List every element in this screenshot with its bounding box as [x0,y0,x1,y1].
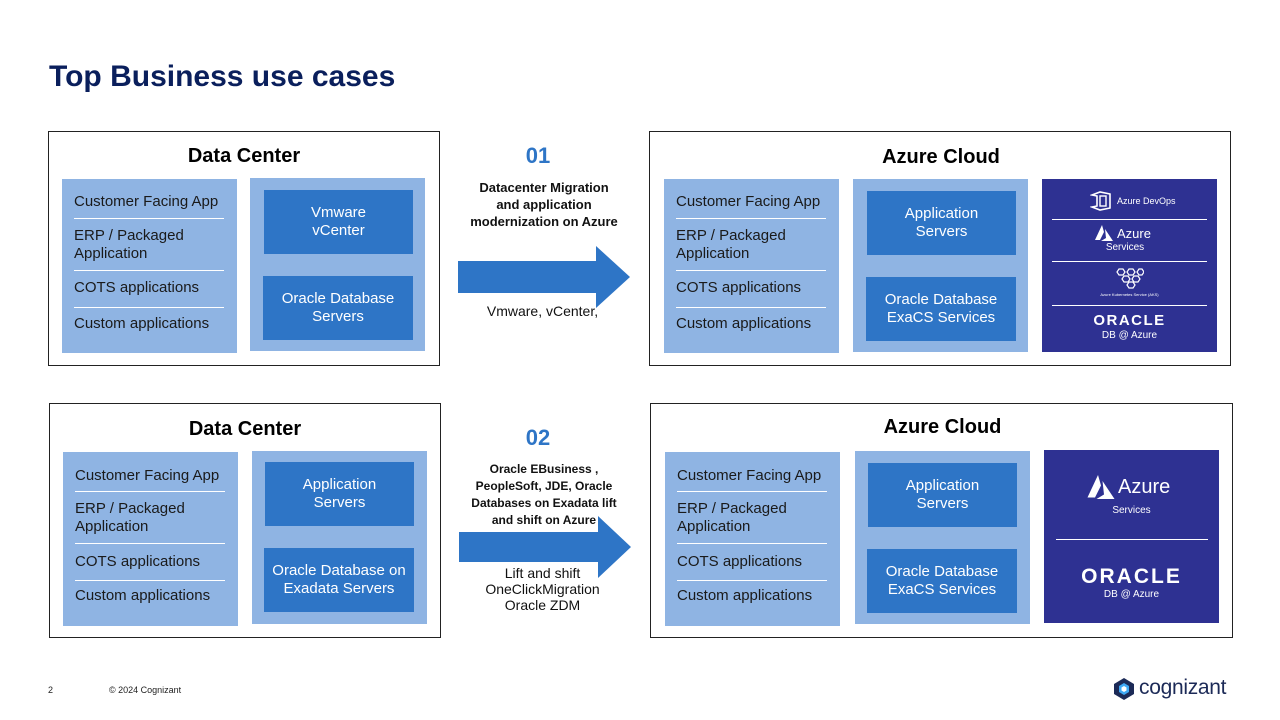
brand-name: cognizant [1139,676,1227,699]
vmware-vcenter-box: Vmware vCenter [264,190,413,254]
app-item: ERP / Packaged Application [74,219,224,271]
azure-cloud-frame-1: Azure Cloud Customer Facing App ERP / Pa… [649,131,1231,366]
app-item: COTS applications [74,271,224,308]
oracle-exacs-box: Oracle Database ExaCS Services [867,549,1017,613]
application-servers-box: Application Servers [868,463,1017,527]
oracle-logo: ORACLE [1081,565,1182,588]
azure-logo: Azure [1094,224,1151,242]
page-number: 2 [48,685,54,695]
migration-tools: Vmware, vCenter, [486,303,599,319]
app-item: Customer Facing App [75,452,225,492]
divider [1052,261,1207,262]
aks-label: Azure Kubernetes Service (AKS) [1100,292,1159,297]
copyright: © 2024 Cognizant [109,685,182,695]
app-item: ERP / Packaged Application [75,492,225,544]
azure-cloud-title: Azure Cloud [882,146,1000,168]
oracle-db-label: DB @ Azure [1101,330,1158,341]
app-item: COTS applications [676,271,826,308]
divider [1052,219,1207,220]
app-list: Customer Facing App ERP / Packaged Appli… [665,452,840,626]
use-case-description: Datacenter Migration and application mod… [470,180,618,229]
app-list: Customer Facing App ERP / Packaged Appli… [62,179,237,353]
app-item: COTS applications [75,544,225,581]
app-item: ERP / Packaged Application [677,492,827,544]
azure-devops-icon [1090,191,1111,211]
azure-services-label: Services [1105,242,1145,253]
azure-cloud-frame-2: Azure Cloud Customer Facing App ERP / Pa… [650,403,1233,638]
app-item: Custom applications [74,315,210,332]
use-case-number: 01 [525,143,551,168]
migration-tools: Lift and shift OneClickMigration Oracle … [460,565,625,613]
app-item: Custom applications [676,315,812,332]
azure-devops-logo: Azure DevOps [1090,191,1176,211]
azure-logo: Azure [1086,474,1170,500]
services-panel: Azure Services ORACLE DB @ Azure [1044,450,1219,623]
right-arrow [458,246,630,308]
data-center-frame-1: Data Center Customer Facing App ERP / Pa… [48,131,440,366]
tool-oneclick: OneClickMigration [485,581,600,597]
cognizant-logo-icon [1114,678,1134,700]
app-item: Customer Facing App [677,452,827,492]
data-center-title: Data Center [188,418,302,440]
azure-services-label: Services [1112,505,1151,516]
divider [1056,539,1208,540]
app-item: Custom applications [677,587,813,604]
divider [1052,305,1207,306]
oracle-logo: ORACLE [1093,312,1166,329]
application-servers-box: Application Servers [867,191,1016,255]
tool-lift-shift: Lift and shift [504,565,581,581]
app-item: COTS applications [677,544,827,581]
use-case-description: Oracle EBusiness , PeopleSoft, JDE, Orac… [471,462,617,527]
kubernetes-icon [1116,268,1144,289]
oracle-exadata-servers-box: Oracle Database on Exadata Servers [264,548,414,612]
arrow-shape [458,246,630,308]
application-servers-box: Application Servers [265,462,414,526]
use-case-number: 02 [525,425,551,450]
app-item: Customer Facing App [74,179,224,219]
azure-icon [1087,475,1115,499]
oracle-db-servers-box: Oracle Database Servers [263,276,413,340]
app-item: Custom applications [75,587,211,604]
arrow-shape [459,516,631,578]
data-center-title: Data Center [187,145,301,167]
page-title: Top Business use cases [49,60,396,93]
data-center-frame-2: Data Center Customer Facing App ERP / Pa… [49,403,441,638]
oracle-exacs-box: Oracle Database ExaCS Services [866,277,1016,341]
app-list: Customer Facing App ERP / Packaged Appli… [63,452,238,626]
tool-oracle-zdm: Oracle ZDM [504,597,581,613]
azure-icon [1095,225,1113,241]
services-panel: Azure DevOps Azure Services Azure Kubern… [1042,179,1217,352]
app-list: Customer Facing App ERP / Packaged Appli… [664,179,839,353]
azure-cloud-title: Azure Cloud [883,416,1002,438]
right-arrow [459,516,631,578]
oracle-db-label: DB @ Azure [1103,589,1160,600]
app-item: ERP / Packaged Application [676,219,826,271]
app-item: Customer Facing App [676,179,826,219]
